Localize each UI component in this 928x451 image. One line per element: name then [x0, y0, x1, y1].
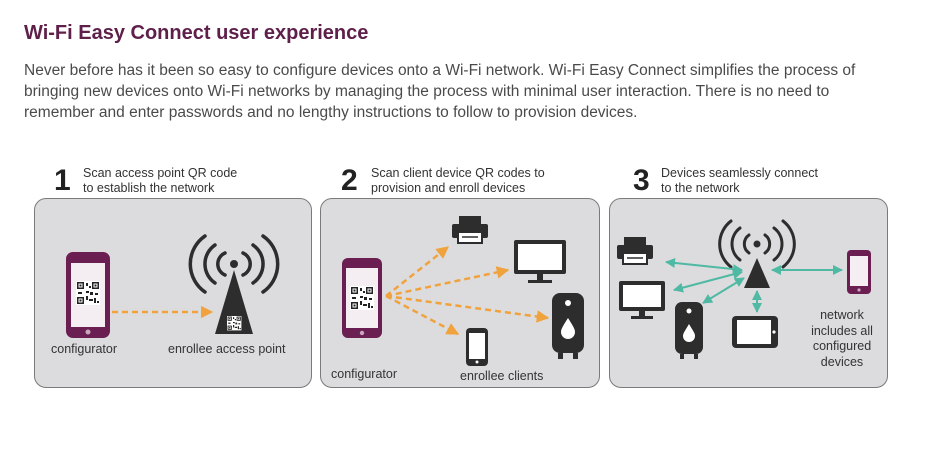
intro-paragraph: Never before has it been so easy to conf… [24, 62, 856, 121]
step-2-number: 2 [341, 164, 358, 197]
step-3-caption: Devices seamlessly connect to the networ… [661, 166, 881, 196]
page-title: Wi-Fi Easy Connect user experience [24, 22, 369, 44]
panel-2-scan-arrows [385, 246, 550, 336]
panel-2-monitor-icon [514, 240, 566, 283]
panel-2-clients-label: enrollee clients [460, 369, 544, 383]
panel-2-printer-icon [452, 216, 488, 244]
step-2-caption: Scan client device QR codes to provision… [371, 166, 591, 196]
step-1-caption: Scan access point QR code to establish t… [83, 166, 303, 196]
panel-3-configurator-phone-icon [847, 250, 871, 294]
step-3-number: 3 [633, 164, 650, 197]
panel-3-note-line-3: configured [812, 339, 872, 353]
panel-2-configurator-phone-icon [342, 258, 382, 338]
panel-3-network-note: network includes all configured devices [797, 308, 887, 370]
panel-1-access-point-label: enrollee access point [168, 342, 286, 356]
panel-2-water-heater-icon [552, 293, 584, 359]
panel-1-configurator-phone-icon [66, 252, 110, 338]
panel-3-printer-icon [617, 237, 653, 265]
step-1-line-2: to establish the network [83, 181, 215, 195]
step-2-line-2: provision and enroll devices [371, 181, 526, 195]
panel-2-smartphone-icon [466, 328, 488, 366]
step-3-line-2: to the network [661, 181, 740, 195]
panel-3-monitor-icon [619, 281, 665, 319]
panel-3-note-line-4: devices [820, 354, 864, 369]
panel-3-note-line-1: network [820, 308, 864, 322]
panel-3-water-heater-icon [675, 302, 703, 359]
panel-1-configurator-label: configurator [51, 342, 118, 356]
panel-3-tablet-icon [732, 316, 778, 348]
panel-1-access-point-icon [188, 234, 280, 334]
panel-3-access-point-icon [718, 219, 796, 288]
step-3-line-1: Devices seamlessly connect [661, 166, 819, 180]
panel-3-note-line-2: includes all [811, 323, 873, 338]
panel-3-connection-arrows [665, 257, 843, 313]
step-1-line-1: Scan access point QR code [83, 166, 238, 180]
panel-2-configurator-label: configurator [331, 367, 398, 381]
step-1-number: 1 [54, 164, 71, 197]
step-2-line-1: Scan client device QR codes to [371, 166, 545, 180]
